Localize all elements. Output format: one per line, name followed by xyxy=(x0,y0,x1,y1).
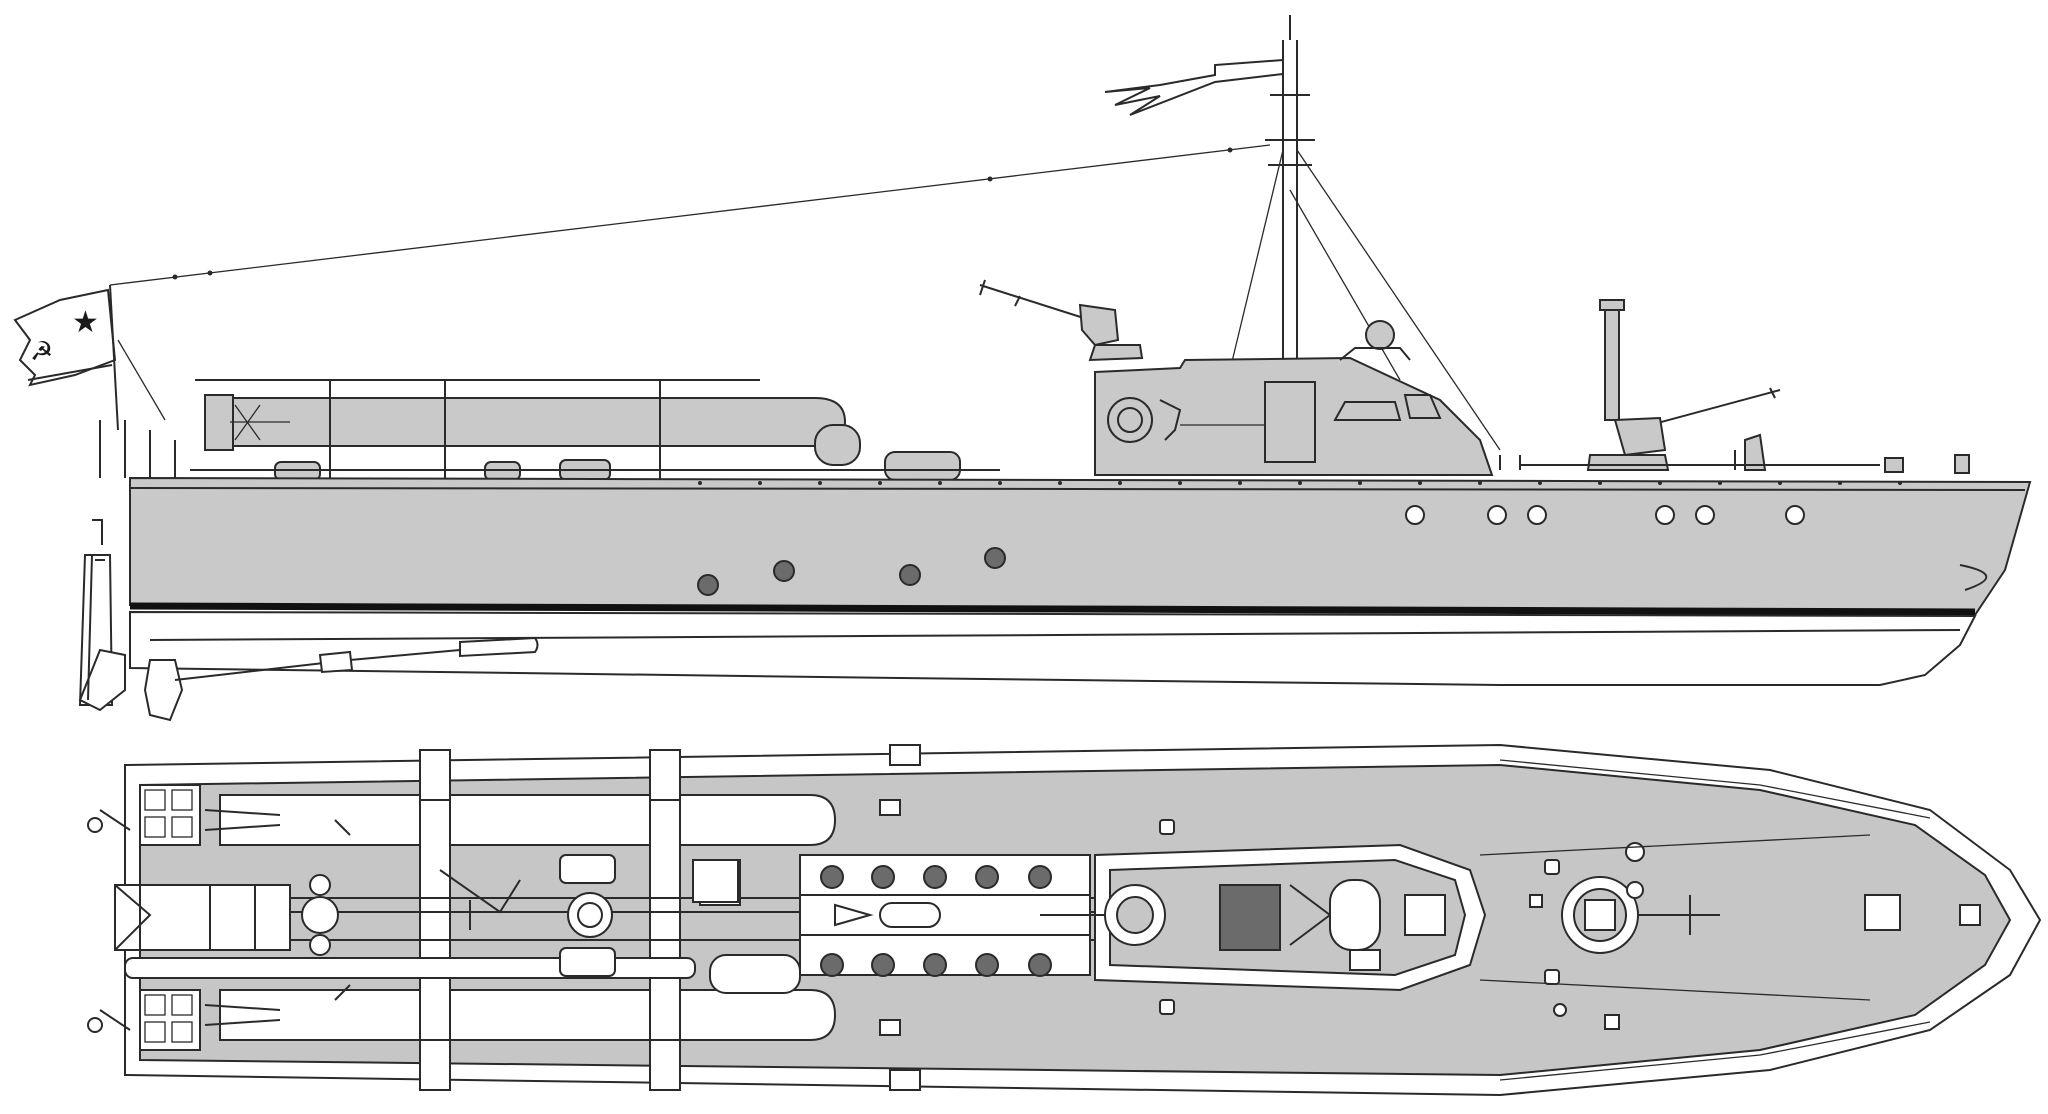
pennant-flag xyxy=(1104,58,1284,116)
side-hull xyxy=(129,476,2032,686)
waterline xyxy=(129,602,1976,616)
deck-cleats xyxy=(879,744,1981,1091)
antenna-wire-insulators xyxy=(172,147,1233,280)
wheelhouse xyxy=(1094,320,1494,476)
ensign-star: ★ xyxy=(72,305,99,340)
deck-rail-studs xyxy=(698,481,1902,485)
aft-machine-gun xyxy=(1586,387,1781,471)
hatch-square xyxy=(692,859,739,903)
top-torpedo-lower xyxy=(204,984,837,1041)
deck-vents xyxy=(820,865,1052,977)
antenna-wire xyxy=(109,144,1271,286)
side-view: ★ ☭ xyxy=(13,15,2032,722)
bow-fittings xyxy=(1499,433,1970,474)
exhaust-stack xyxy=(1599,299,1625,421)
wheelhouse-top xyxy=(1040,843,1487,992)
stern-depth-charge-racks xyxy=(87,784,291,1051)
side-torpedo xyxy=(195,379,861,480)
portholes xyxy=(1405,505,1805,525)
deck-centerline-lines xyxy=(1479,834,1871,1001)
center-piping xyxy=(124,854,1150,994)
torpedo-cradles xyxy=(419,749,681,1091)
scuppers xyxy=(697,547,1006,596)
top-torpedo-upper xyxy=(204,794,837,846)
stern-gear xyxy=(78,519,539,722)
ensign-emblem: ☭ xyxy=(30,337,53,367)
forward-machine-gun xyxy=(979,279,1144,362)
deck-fittings xyxy=(99,420,1000,481)
mast xyxy=(1104,15,1501,451)
stern-ensign: ★ ☭ xyxy=(13,284,166,431)
forward-turret-top xyxy=(1561,876,1720,954)
top-view xyxy=(87,743,2042,1097)
